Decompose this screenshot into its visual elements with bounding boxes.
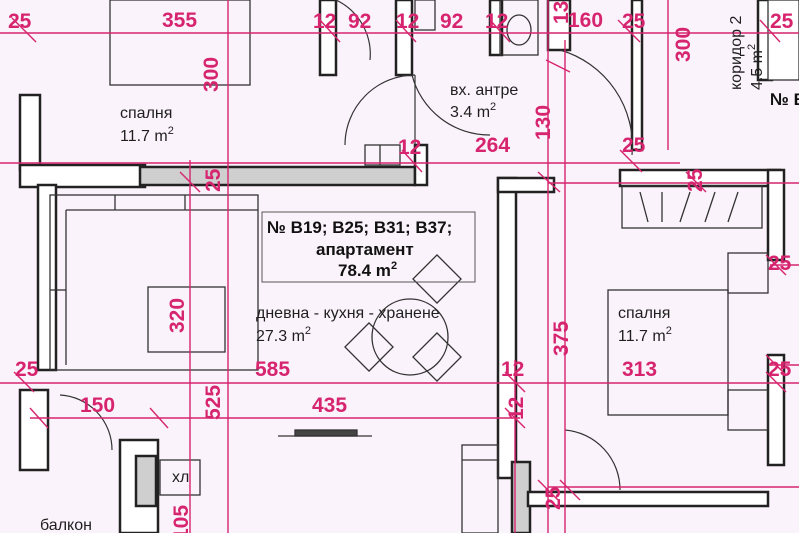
room-area-corridor: 4.5 m2 <box>746 44 766 90</box>
room-area-bedroom-top: 11.7 m2 <box>120 125 174 145</box>
dim-320: 320 <box>166 298 189 333</box>
dim-105: 105 <box>170 505 193 533</box>
dim-355: 355 <box>162 9 197 32</box>
room-name-bedroom-top: спалня <box>120 105 172 122</box>
room-labels: спалня 11.7 m2 вх. антре 3.4 m2 коридор … <box>40 16 799 533</box>
walls <box>18 0 786 533</box>
door-bathroom <box>335 0 371 61</box>
dim-13: 13 <box>550 1 573 24</box>
apartment-numbers: № B19; B25; B31; B37; <box>267 218 452 237</box>
dim-92-a: 92 <box>348 10 371 33</box>
dim-300-a: 300 <box>200 57 223 92</box>
chair-1 <box>412 254 462 304</box>
wall-living-bedroom2-top <box>496 176 556 194</box>
wall-bottom-right <box>526 490 770 508</box>
room-name-entrance: вх. антре <box>450 82 518 99</box>
room-name-corridor: коридор 2 <box>728 16 745 90</box>
wall-living-left <box>36 183 58 372</box>
room-area-living: 27.3 m2 <box>256 325 311 345</box>
dim-130: 130 <box>532 105 555 140</box>
dim-525: 525 <box>202 385 225 420</box>
dim-150: 150 <box>80 394 115 417</box>
chair-2 <box>344 322 394 372</box>
apartment-area: 78.4 m2 <box>338 260 397 280</box>
dim-12-f: 12 <box>505 397 528 420</box>
room-area-entrance: 3.4 m2 <box>450 101 496 121</box>
sofa <box>49 194 259 371</box>
dim-25-top-left: 25 <box>8 10 32 33</box>
dim-12-e: 12 <box>501 358 524 381</box>
dim-92-b: 92 <box>440 10 463 33</box>
fridge-label: хл <box>172 469 189 486</box>
door-entrance <box>411 74 491 136</box>
tv <box>294 429 358 437</box>
wall-living-bedroom2 <box>496 176 518 480</box>
bed-top <box>109 0 251 86</box>
bed-right <box>607 289 729 416</box>
dim-12-b: 12 <box>396 10 419 33</box>
fridge <box>159 459 201 496</box>
room-area-bedroom-right: 11.7 m2 <box>618 325 672 345</box>
wall-balcony-hatch <box>134 454 158 508</box>
dim-25-b: 25 <box>622 10 646 33</box>
dim-264: 264 <box>475 134 510 157</box>
wall-corridor-left <box>630 0 644 152</box>
wall-hatched-strip <box>138 165 417 187</box>
room-name-balcony: балкон <box>40 517 92 533</box>
coffee-table <box>147 286 226 353</box>
dining-table <box>371 298 449 376</box>
door-bedroom <box>344 74 416 146</box>
dim-25-d: 25 <box>202 168 225 192</box>
shelf-small <box>364 144 401 166</box>
neighbor-label: № B <box>770 90 799 109</box>
door-corridor <box>559 49 633 156</box>
chair-3 <box>412 332 462 382</box>
wall-left-bottom <box>18 388 50 472</box>
dim-25-j: 25 <box>770 10 794 33</box>
room-name-bedroom-right: спалня <box>618 305 670 322</box>
dim-12-d: 12 <box>398 136 421 159</box>
doors <box>59 0 633 491</box>
dim-12-c: 12 <box>485 10 508 33</box>
dim-12-a: 12 <box>313 10 336 33</box>
apartment-title: апартамент <box>316 240 414 259</box>
washbasin <box>414 0 436 31</box>
apartment-box <box>261 211 476 283</box>
dim-25-g: 25 <box>768 358 792 381</box>
wall-bedroom2-right <box>766 168 786 262</box>
dim-375: 375 <box>550 321 573 356</box>
dimension-labels: 25 355 12 92 12 92 12 13 160 25 300 300 … <box>8 1 794 533</box>
door-balcony <box>59 394 113 451</box>
wall-bedroom-left <box>18 93 42 172</box>
dim-160: 160 <box>568 9 603 32</box>
wardrobe <box>621 185 763 229</box>
corridor-wardrobe <box>767 0 799 81</box>
wall-bedroom-living <box>18 163 147 189</box>
dim-25-h: 25 <box>768 252 792 275</box>
dim-25-e: 25 <box>684 168 707 192</box>
dim-25-c: 25 <box>622 134 646 157</box>
dim-25-i: 25 <box>542 486 565 510</box>
sink <box>499 0 539 56</box>
furniture <box>49 0 799 533</box>
dim-435: 435 <box>312 394 347 417</box>
dim-25-f: 25 <box>15 358 39 381</box>
door-bedroom2 <box>564 429 621 491</box>
dim-300-b: 300 <box>672 27 695 62</box>
kitchen-unit <box>461 444 499 533</box>
dim-585: 585 <box>255 358 290 381</box>
room-name-living: дневна - кухня - хранене <box>256 305 440 322</box>
dim-313: 313 <box>622 358 657 381</box>
